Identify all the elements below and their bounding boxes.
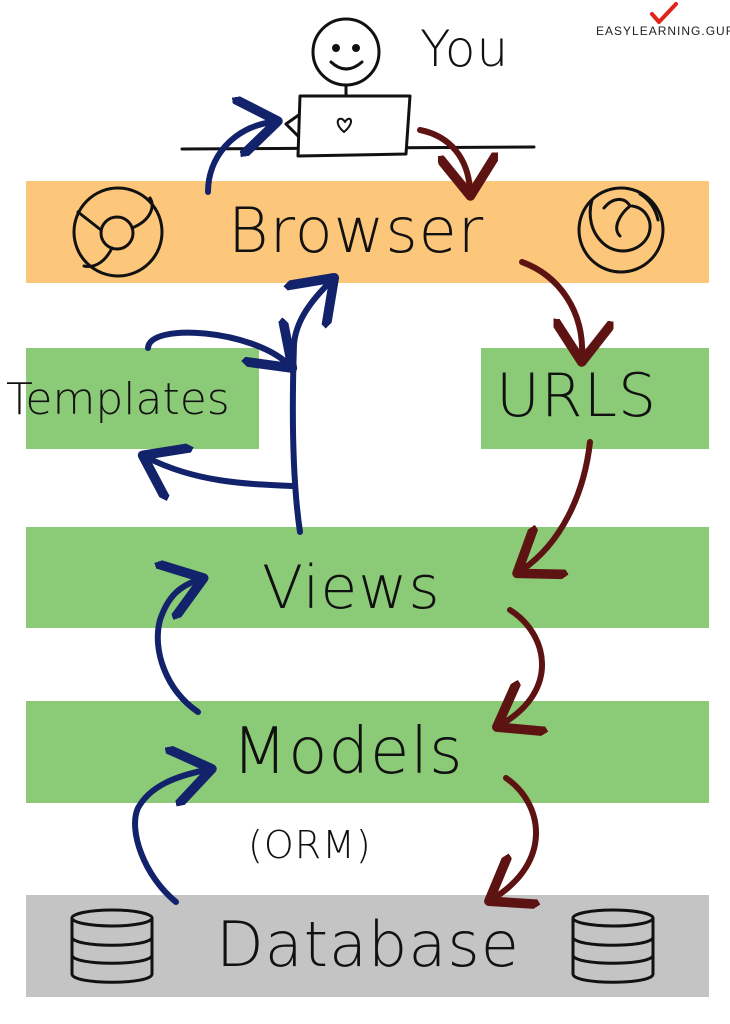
arrow-views-to-models — [502, 607, 542, 724]
arrow-views-to-browser-trunk — [293, 282, 330, 535]
arrow-urls-to-views — [522, 439, 593, 570]
arrow-views-to-templates — [148, 458, 295, 486]
views-band — [26, 527, 709, 628]
arrow-you-to-browser — [417, 127, 470, 190]
database-left-icon — [70, 908, 154, 984]
firefox-icon — [577, 186, 665, 274]
label-you: You — [420, 20, 510, 78]
database-right-icon — [571, 908, 655, 984]
arrow-models-to-database — [494, 775, 536, 898]
brand-logo-text: EASYLEARNING.GURU — [596, 24, 730, 38]
arrow-browser-to-urls — [519, 259, 582, 356]
label-templates: Templates — [6, 374, 230, 425]
templates-band — [26, 348, 259, 449]
models-band — [26, 701, 709, 803]
chrome-icon — [72, 186, 164, 278]
arrow-models-to-views — [158, 580, 198, 715]
label-views: Views — [262, 553, 441, 623]
label-models: Models — [232, 715, 464, 789]
brand-check-icon — [650, 2, 678, 24]
laptop-icon — [296, 94, 412, 158]
label-orm: (ORM) — [248, 823, 372, 867]
arrow-database-to-models — [132, 770, 206, 905]
arrow-templates-to-browser — [145, 333, 288, 364]
arrow-browser-to-you — [205, 122, 272, 195]
label-urls: URLS — [496, 361, 658, 431]
label-browser: Browser — [228, 194, 485, 267]
label-database: Database — [216, 908, 520, 981]
